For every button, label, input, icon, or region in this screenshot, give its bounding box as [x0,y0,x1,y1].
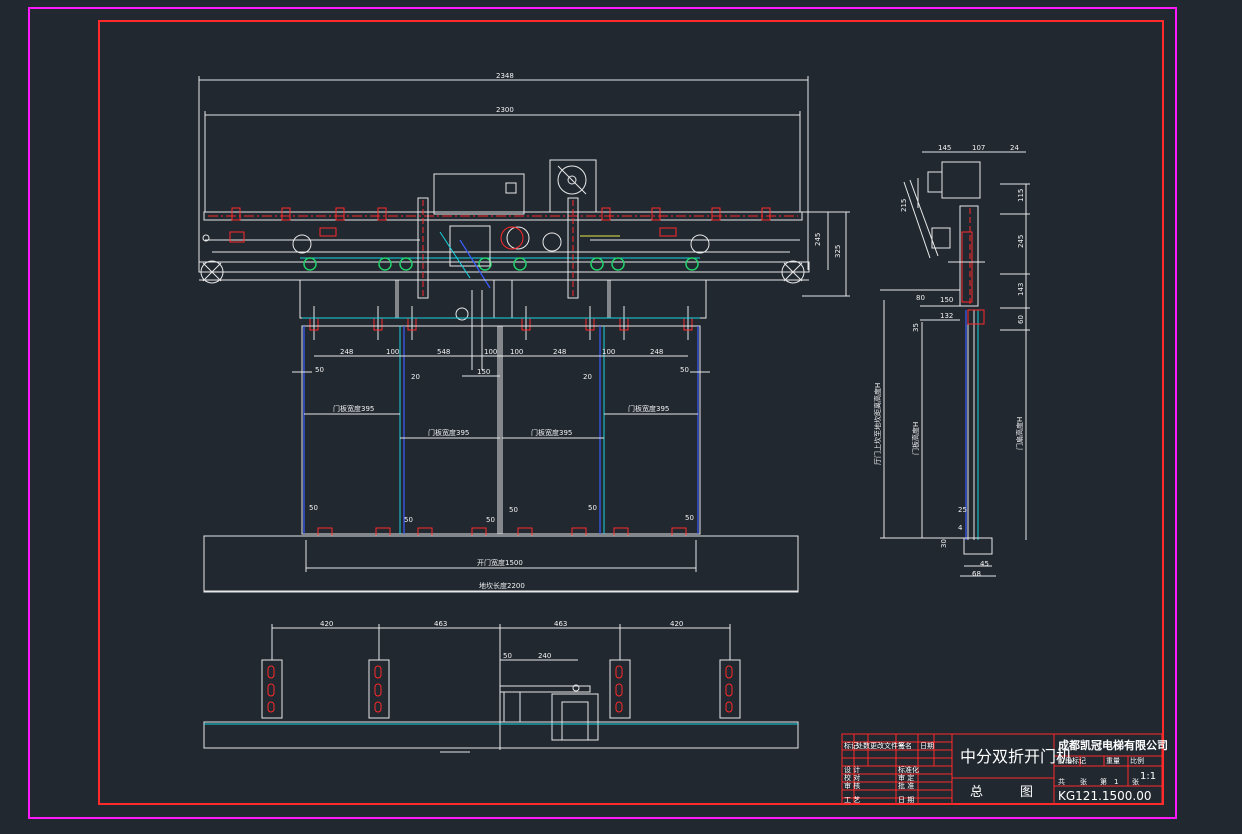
tb-change-no: 更改文件号 [870,741,905,750]
bottom-dim-6: 240 [538,652,551,660]
tb-weight: 重量 [1106,757,1120,765]
side-dim-top-2: 107 [972,144,985,152]
tb-sign: 签名 [898,741,912,750]
tb-total: 共 [1058,777,1065,786]
dim-bottom-1: 50 [309,504,318,512]
dim-bottom-2: 50 [404,516,413,524]
panel-4-width: 门板宽度395 [628,404,669,413]
tb-sheets: 张 [1080,777,1087,786]
side-clear-height-label: 门扇高度H [1015,417,1024,450]
dim-gap-2: 20 [411,373,420,381]
side-dim-small-1: 25 [958,506,967,514]
drawing-title: 中分双折开门机 [960,747,1072,766]
tb-stage: 阶段标记 [1058,756,1086,765]
tb-date-2: 日 期 [898,796,914,804]
side-total-height-label: 厅门上坎至地坎距离高度H [873,383,882,465]
dim-gap-1: 50 [315,366,324,374]
tb-sheet-no: 第 [1100,777,1107,786]
drawing-scale: 1:1 [1140,771,1156,782]
side-dim-mid-2: 150 [940,296,953,304]
tb-approve-final: 审 定 [898,773,914,782]
opening-width-label: 开门宽度1500 [477,558,523,567]
dim-bottom-4: 50 [509,506,518,514]
panel-1-width: 门板宽度395 [333,404,374,413]
side-dim-mid-4: 35 [912,323,920,332]
sheet-border [28,7,1177,819]
drawing-frame [98,20,1164,805]
side-dim-right-4: 60 [1017,315,1025,324]
side-dim-top-3: 24 [1010,144,1019,152]
side-dim-top-1: 145 [938,144,951,152]
bottom-dim-3: 463 [554,620,567,628]
dim-inner-width: 2300 [496,106,514,114]
dim-center-offset: 150 [477,368,490,376]
dim-overall-width: 2348 [496,72,514,80]
dim-span-3: 548 [437,348,450,356]
dim-span-5: 100 [510,348,523,356]
panel-3-width: 门板宽度395 [531,428,572,437]
side-dim-bottom-3: 68 [972,570,981,578]
tb-sheet-unit: 张 [1132,777,1139,786]
front-view: 2348 2300 245 325 [198,72,850,593]
side-dim-bottom-2: 45 [980,560,989,568]
bottom-dim-1: 420 [320,620,333,628]
dim-span-7: 100 [602,348,615,356]
dim-span-4: 100 [484,348,497,356]
side-dim-right-3: 143 [1017,283,1025,296]
bottom-view: 420 463 463 420 50 240 [203,620,799,753]
side-dim-bottom-1: 30 [940,539,948,548]
sill-length-label: 地坎长度2200 [479,581,525,590]
side-dim-mid-1: 80 [916,294,925,302]
dim-bottom-5: 50 [588,504,597,512]
title-block: 标记 处数 更改文件号 签名 日期 设 计 标准化 校 对 审 定 审 核 批 … [841,733,1168,805]
bottom-hangers [261,659,741,719]
side-dim-left-1: 215 [900,199,908,212]
side-dim-small-2: 4 [958,524,963,532]
roller-group [303,257,699,271]
tb-mark: 标记 [844,741,858,750]
dim-height-245: 245 [814,233,822,246]
drawing-subtitle-right: 图 [1020,785,1033,800]
bottom-dim-2: 463 [434,620,447,628]
dim-span-2: 100 [386,348,399,356]
company-name: 成都凯冠电梯有限公司 [1058,738,1168,752]
tb-sheet-number: 1 [1114,778,1118,786]
door-hangers [309,306,693,340]
tb-review: 审 核 [844,781,860,790]
header-fittings [202,207,771,243]
tb-design: 设 计 [844,765,860,774]
dim-gap-3: 20 [583,373,592,381]
tb-date: 日期 [920,742,934,750]
drawing-number: KG121.1500.00 [1058,789,1152,803]
dim-bottom-6: 50 [685,514,694,522]
side-view: 145 107 24 215 115 245 143 60 80 150 132 [873,144,1030,578]
tb-process: 工 艺 [844,796,860,804]
tb-check: 校 对 [844,773,860,782]
side-dim-mid-3: 132 [940,312,953,320]
tb-count: 处数 [856,741,870,750]
side-door-height-label: 门板高度H [911,422,920,455]
bottom-dim-5: 50 [503,652,512,660]
dim-gap-4: 50 [680,366,689,374]
tb-standard: 标准化 [898,765,919,774]
dim-height-325: 325 [834,245,842,258]
bottom-dim-4: 420 [670,620,683,628]
drawing-subtitle-left: 总 [970,785,983,800]
side-dim-right-2: 245 [1017,235,1025,248]
dim-span-8: 248 [650,348,663,356]
dim-span-6: 248 [553,348,566,356]
tb-approve: 批 准 [898,781,914,790]
tb-scale-label: 比例 [1130,756,1144,765]
dim-bottom-3: 50 [486,516,495,524]
dim-span-1: 248 [340,348,353,356]
side-dim-right-1: 115 [1017,189,1025,202]
panel-2-width: 门板宽度395 [428,428,469,437]
